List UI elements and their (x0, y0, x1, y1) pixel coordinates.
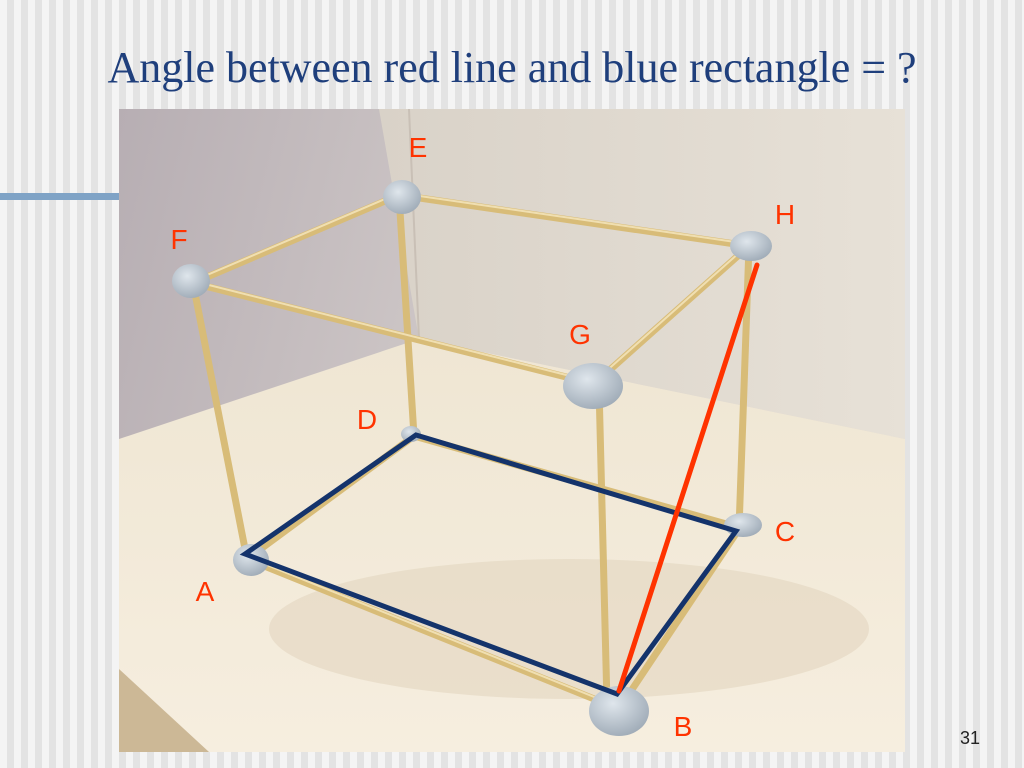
wall-corner (408, 109, 420, 340)
stick-FE (189, 191, 403, 287)
vertex-label-H: H (774, 199, 796, 230)
stick-highlights (192, 192, 750, 708)
vertex-label-F: F (170, 224, 188, 255)
joint-B (589, 686, 649, 736)
model-photo (119, 109, 905, 752)
joint-C (724, 513, 762, 537)
page-number: 31 (959, 728, 981, 748)
joint-A (233, 544, 269, 576)
stick-GB (595, 383, 611, 708)
joint-H (730, 231, 772, 261)
stick-BC (615, 525, 743, 713)
joint-F (172, 264, 210, 298)
clay-joints (172, 180, 772, 736)
right-wall (379, 109, 905, 439)
stick-ED (395, 191, 418, 440)
red-line-BH (616, 262, 760, 694)
stick-AB (243, 555, 623, 713)
cuboid-model-illustration (119, 109, 905, 752)
vertex-label-B: B (673, 711, 693, 742)
stick-EH (395, 191, 753, 250)
joint-E (383, 180, 421, 214)
joint-G (563, 363, 623, 409)
blue-rectangle-ABCD (239, 432, 741, 698)
vertex-label-A: A (195, 576, 215, 607)
stick-FG (189, 279, 598, 388)
vertex-label-D: D (356, 404, 378, 435)
vertex-label-G: G (569, 319, 591, 350)
table-edge (119, 669, 209, 752)
slide-title: Angle between red line and blue rectangl… (107, 43, 917, 92)
accent-bar (0, 193, 120, 200)
vertex-label-E: E (408, 132, 428, 163)
stick-FA (189, 279, 251, 563)
model-shadow (269, 559, 869, 699)
stick-GH (590, 242, 753, 388)
vertex-label-C: C (774, 516, 796, 547)
